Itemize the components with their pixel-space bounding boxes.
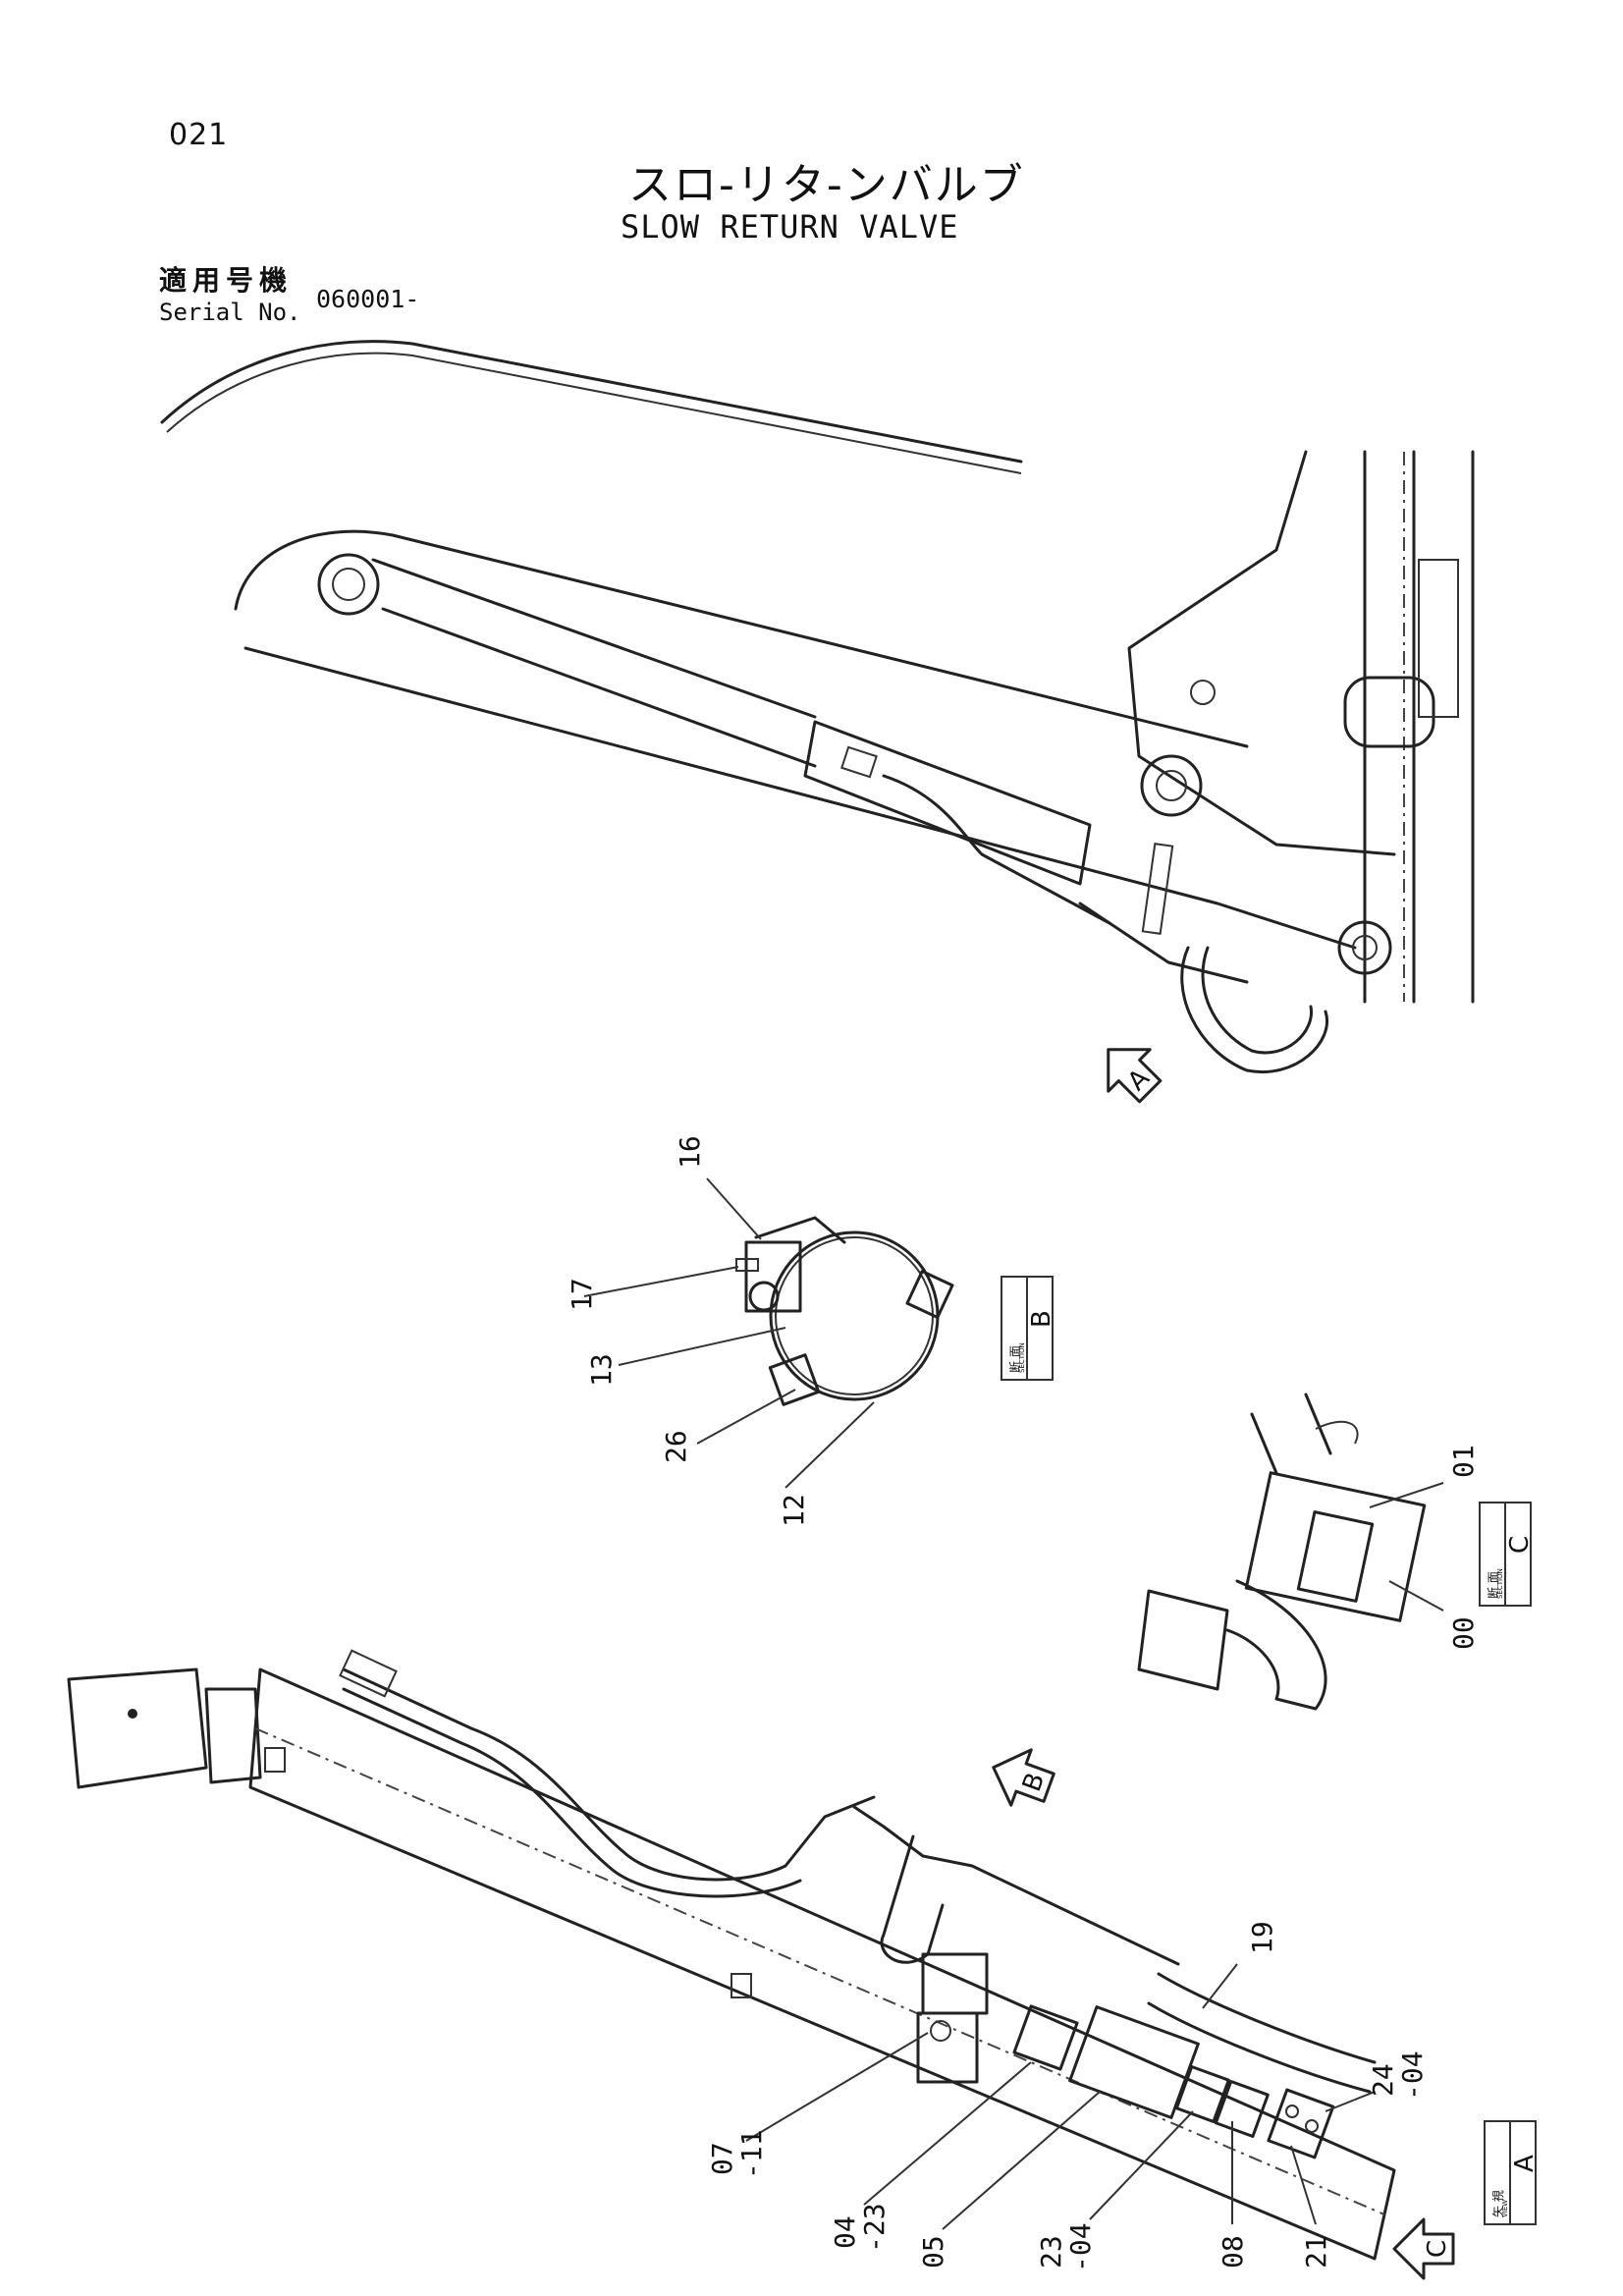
title-japanese: スロ-リタ-ンバルブ xyxy=(628,160,1025,210)
boom-cylinder xyxy=(803,720,1092,886)
callout-13: 13 xyxy=(585,1353,618,1387)
serial-label-english: Serial No. xyxy=(159,299,301,326)
svg-text:B: B xyxy=(1017,1769,1051,1795)
callout-17: 17 xyxy=(566,1278,598,1311)
protector-hose xyxy=(1180,946,1328,1073)
svg-text:C: C xyxy=(1423,2240,1452,2258)
callout-04-23: 04-23 xyxy=(829,2203,891,2253)
callout-16: 16 xyxy=(674,1135,706,1169)
svg-text:断 面: 断 面 xyxy=(1007,1345,1022,1373)
view-arrow-b: B xyxy=(992,1748,1055,1807)
boom-pin-circle xyxy=(317,553,380,616)
callout-00: 00 xyxy=(1447,1616,1480,1650)
protector-19 xyxy=(1157,1972,1377,2064)
valve-body-c xyxy=(1244,1471,1427,1622)
cylinder-tube xyxy=(248,1667,1396,2261)
section-c-label: 断 面 SECTION C xyxy=(1479,1502,1535,1607)
clamp-07-11 xyxy=(921,1952,989,2015)
view-a-label: 矢 視 VIEW A xyxy=(1484,2120,1540,2225)
callout-01: 01 xyxy=(1447,1445,1480,1478)
steel-pipe xyxy=(342,1667,876,1882)
section-c-detail xyxy=(1137,1393,1444,1711)
svg-text:C: C xyxy=(1505,1536,1535,1554)
svg-text:SECTION: SECTION xyxy=(1018,1342,1026,1373)
svg-text:VIEW: VIEW xyxy=(1501,2200,1509,2217)
callout-24-04: 24-04 xyxy=(1367,2050,1429,2101)
flange-21 xyxy=(1267,2088,1335,2159)
section-b-pipe xyxy=(769,1230,940,1401)
callout-21: 21 xyxy=(1300,2235,1332,2269)
svg-text:断 面: 断 面 xyxy=(1486,1571,1500,1599)
callout-07-11: 07-11 xyxy=(706,2129,768,2179)
svg-text:A: A xyxy=(1510,2155,1540,2172)
cylinder-rod-end xyxy=(67,1667,208,1789)
svg-text:SECTION: SECTION xyxy=(1496,1568,1504,1599)
elbow-fitting-c xyxy=(1225,1579,1327,1711)
slow-return-valve-05 xyxy=(1068,2005,1200,2119)
view-arrow-a: A xyxy=(1107,1048,1163,1104)
callout-05: 05 xyxy=(917,2235,949,2269)
section-b-detail xyxy=(583,1177,954,1489)
callout-23-04: 23-04 xyxy=(1035,2222,1097,2272)
callout-26: 26 xyxy=(660,1430,692,1463)
serial-label-japanese: 適用号機 xyxy=(159,264,294,297)
svg-text:矢 視: 矢 視 xyxy=(1490,2190,1505,2217)
callout-08: 08 xyxy=(1217,2235,1249,2269)
svg-text:B: B xyxy=(1027,1310,1056,1328)
bracket-16 xyxy=(754,1216,846,1244)
view-arrow-c: C xyxy=(1392,2217,1455,2280)
page-number: 021 xyxy=(169,118,229,152)
serial-number-value: 060001- xyxy=(316,285,420,313)
section-b-label: 断 面 SECTION B xyxy=(1001,1276,1056,1381)
callout-12: 12 xyxy=(778,1494,810,1527)
title-english: SLOW RETURN VALVE xyxy=(621,208,959,246)
view-a-detail xyxy=(67,1649,1396,2261)
boom-overview xyxy=(160,340,1475,1073)
callout-19: 19 xyxy=(1246,1921,1278,1954)
